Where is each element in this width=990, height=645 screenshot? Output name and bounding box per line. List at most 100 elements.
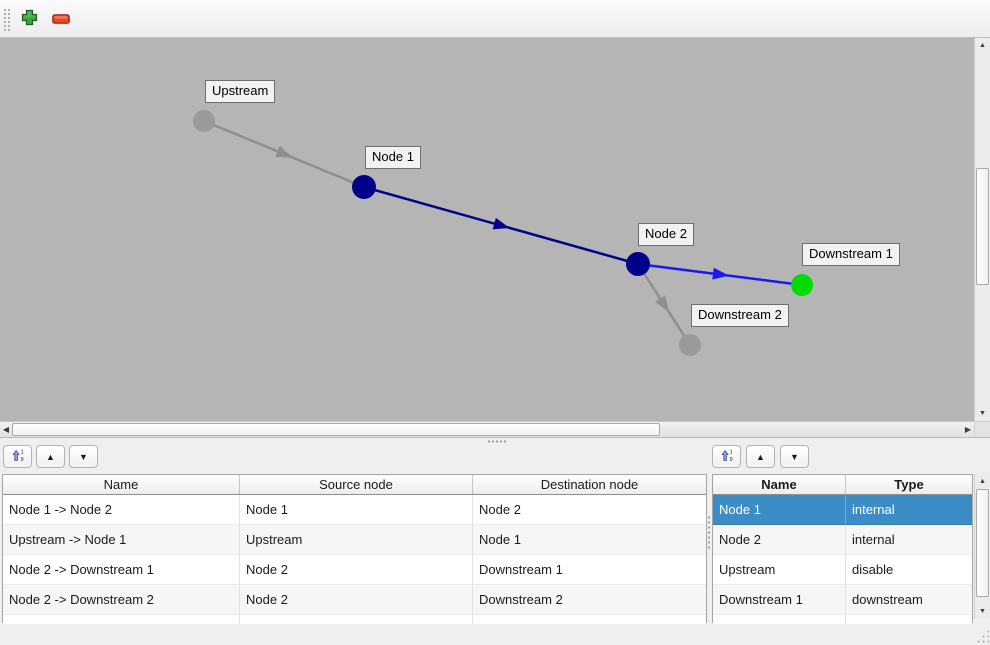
- edge-arrow-icon: [492, 217, 510, 230]
- nodes-scroll-thumb[interactable]: [976, 489, 989, 597]
- node-label-node2[interactable]: Node 2: [638, 223, 694, 246]
- table-cell: Downstream 2: [473, 585, 706, 615]
- column-header[interactable]: Name: [3, 475, 240, 494]
- horizontal-splitter[interactable]: [0, 437, 990, 444]
- node-label-downstream2[interactable]: Downstream 2: [691, 304, 789, 327]
- scroll-right-icon[interactable]: ▶: [962, 422, 974, 437]
- sort-ascending-icon: 1 9: [10, 448, 25, 465]
- partial-row: [3, 615, 706, 624]
- table-cell: Node 1: [240, 495, 473, 525]
- arrow-up-icon: ▲: [46, 451, 55, 462]
- canvas-vertical-scrollbar[interactable]: ▲ ▼: [974, 38, 990, 421]
- svg-text:1: 1: [21, 450, 24, 456]
- table-cell: [713, 615, 846, 624]
- plus-icon: [21, 9, 38, 29]
- graph-node-downstream1[interactable]: [791, 274, 813, 296]
- partial-row: [713, 615, 972, 624]
- nodes-move-down-button[interactable]: ▼: [780, 445, 809, 468]
- column-header[interactable]: Name: [713, 475, 846, 494]
- add-button[interactable]: [18, 8, 40, 30]
- edge-arrow-icon: [655, 295, 669, 313]
- scrollbar-corner: [974, 421, 990, 437]
- table-cell: Upstream -> Node 1: [3, 525, 240, 555]
- svg-text:9: 9: [730, 457, 733, 463]
- node-label-node1[interactable]: Node 1: [365, 146, 421, 169]
- main-toolbar: [0, 0, 990, 38]
- nodes-table-header: Name Type: [713, 475, 972, 495]
- column-header[interactable]: Type: [894, 477, 924, 492]
- scroll-left-icon[interactable]: ◀: [0, 422, 12, 437]
- table-cell: downstream: [846, 585, 972, 615]
- table-cell: disable: [846, 555, 972, 585]
- scroll-up-icon[interactable]: ▲: [975, 474, 990, 488]
- minus-icon: [52, 12, 70, 27]
- scroll-down-icon[interactable]: ▼: [975, 406, 990, 421]
- table-cell: Node 2: [240, 585, 473, 615]
- edge-arrow-icon: [712, 267, 729, 280]
- table-cell: Node 2 -> Downstream 1: [3, 555, 240, 585]
- table-cell: Node 1 -> Node 2: [3, 495, 240, 525]
- table-cell: Upstream: [713, 555, 846, 585]
- arrow-down-icon: ▼: [79, 451, 88, 462]
- canvas-vscroll-thumb[interactable]: [976, 168, 989, 285]
- arrow-up-icon: ▲: [756, 451, 765, 462]
- sort-ascending-icon: 1 9: [719, 448, 734, 465]
- arrow-down-icon: ▼: [790, 451, 799, 462]
- table-cell: internal: [846, 525, 972, 555]
- table-cell: [473, 615, 706, 624]
- table-cell: internal: [846, 495, 972, 525]
- table-cell: [846, 615, 972, 624]
- column-header[interactable]: Destination node: [540, 477, 639, 492]
- canvas-horizontal-scrollbar[interactable]: ◀ ▶: [0, 421, 974, 437]
- table-cell: Node 2: [473, 495, 706, 525]
- table-cell: Node 1: [473, 525, 706, 555]
- scroll-up-icon[interactable]: ▲: [975, 38, 990, 53]
- table-cell: Node 1: [713, 495, 846, 525]
- table-cell: Node 2 -> Downstream 2: [3, 585, 240, 615]
- nodes-sort-button[interactable]: 1 9: [712, 445, 741, 468]
- toolbar-grip[interactable]: [3, 8, 12, 31]
- svg-text:9: 9: [21, 457, 24, 463]
- edges-sort-button[interactable]: 1 9: [3, 445, 32, 468]
- table-cell: Node 2: [240, 555, 473, 585]
- graph-node-node2[interactable]: [626, 252, 650, 276]
- graph-node-node1[interactable]: [352, 175, 376, 199]
- remove-button[interactable]: [50, 8, 72, 30]
- svg-text:1: 1: [730, 450, 733, 456]
- table-cell: [240, 615, 473, 624]
- edges-move-down-button[interactable]: ▼: [69, 445, 98, 468]
- vertical-splitter-handle-icon[interactable]: [707, 515, 711, 549]
- edges-move-up-button[interactable]: ▲: [36, 445, 65, 468]
- scroll-down-icon[interactable]: ▼: [975, 604, 990, 618]
- nodes-table-scrollbar[interactable]: ▲ ▼: [974, 474, 990, 619]
- node-label-downstream1[interactable]: Downstream 1: [802, 243, 900, 266]
- table-cell: Upstream: [240, 525, 473, 555]
- table-cell: [3, 615, 240, 624]
- column-header[interactable]: Source node: [240, 475, 473, 494]
- graph-svg: [193, 110, 813, 356]
- table-cell: Downstream 1: [713, 585, 846, 615]
- table-cell: Node 2: [713, 525, 846, 555]
- table-cell: Downstream 1: [473, 555, 706, 585]
- graph-node-downstream2[interactable]: [679, 334, 701, 356]
- graph-node-upstream[interactable]: [193, 110, 215, 132]
- node-label-upstream[interactable]: Upstream: [205, 80, 276, 103]
- nodes-move-up-button[interactable]: ▲: [746, 445, 775, 468]
- splitter-handle-icon: [487, 440, 507, 443]
- canvas-hscroll-thumb[interactable]: [12, 423, 660, 436]
